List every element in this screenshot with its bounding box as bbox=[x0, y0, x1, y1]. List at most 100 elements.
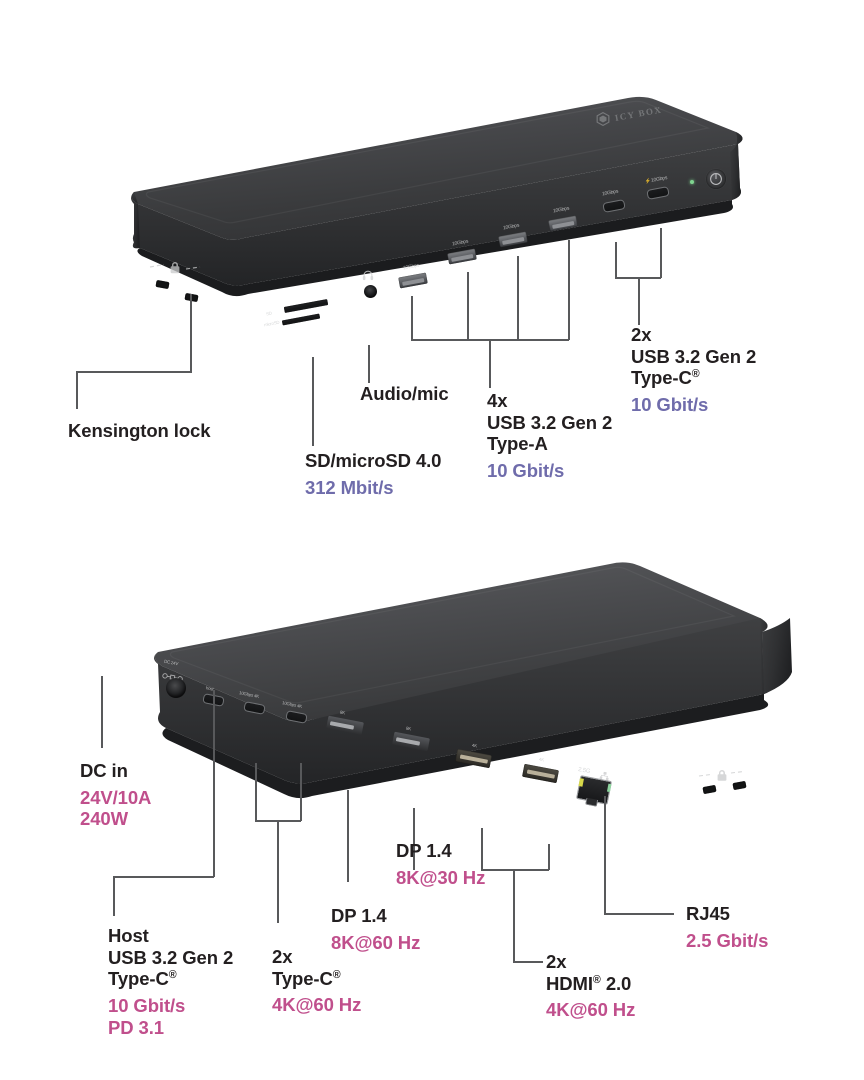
callout-spec-2: PD 3.1 bbox=[108, 1016, 164, 1038]
leader-host-drop bbox=[113, 876, 115, 916]
callout-title-line1: HDMI® 2.0 bbox=[546, 972, 632, 994]
leader-kensington-drop bbox=[76, 371, 78, 409]
callout-spec: 4K@60 Hz bbox=[546, 999, 636, 1021]
leader-hdmi-tick-1 bbox=[481, 828, 483, 870]
callout-rj45: RJ45 2.5 Gbit/s bbox=[686, 903, 768, 951]
dock-rear-view: ICY BOX DC 24V host 10Gbps 4K 10Gbps 4K … bbox=[0, 540, 864, 870]
callout-spec: 10 Gbit/s bbox=[631, 393, 709, 415]
callout-usb-c-2x-rear: 2x Type-C® 4K@60 Hz bbox=[272, 946, 361, 1016]
leader-host-vertical bbox=[213, 690, 215, 877]
callout-title-line2: USB 3.2 Gen 2 bbox=[108, 946, 234, 968]
leader-usba-tick-3 bbox=[517, 256, 519, 340]
leader-usba-tick-1 bbox=[411, 296, 413, 340]
leader-kensington-horizontal bbox=[76, 371, 192, 373]
callout-host-usb-c: Host USB 3.2 Gen 2 Type-C® 10 Gbit/s PD … bbox=[108, 925, 233, 1038]
leader-dc-in-vertical bbox=[101, 676, 103, 748]
leader-usbc-rear-tick-2 bbox=[300, 763, 302, 821]
callout-title: RJ45 bbox=[686, 903, 730, 924]
audio-mic-jack bbox=[364, 285, 377, 298]
callout-dc-in: DC in 24V/10A 240W bbox=[80, 760, 151, 830]
leader-usbc-rear-tick-1 bbox=[255, 763, 257, 821]
callout-spec-1: 24V/10A bbox=[80, 786, 152, 808]
registered-mark: ® bbox=[592, 973, 601, 986]
leader-usba-drop bbox=[489, 339, 491, 388]
leader-rj45-vertical bbox=[604, 796, 606, 914]
leader-dp30-vertical bbox=[413, 808, 415, 870]
microsd-card-slot bbox=[281, 313, 321, 326]
dp-2-label: 8K bbox=[405, 725, 412, 732]
sd-card-slot bbox=[283, 299, 329, 313]
callout-sd-microsd: SD/microSD 4.0 312 Mbit/s bbox=[305, 450, 441, 498]
callout-title: Kensington lock bbox=[68, 420, 211, 441]
leader-dp60-vertical bbox=[347, 790, 349, 882]
callout-title-line3: Type-C® bbox=[108, 968, 177, 990]
leader-hdmi-bracket bbox=[481, 869, 549, 871]
callout-audio-mic: Audio/mic bbox=[360, 383, 449, 405]
callout-spec-1: 10 Gbit/s bbox=[108, 994, 186, 1016]
callout-spec: 10 Gbit/s bbox=[487, 459, 565, 481]
sd-slot-label: SD bbox=[265, 310, 273, 317]
callout-count: 2x bbox=[546, 951, 567, 972]
callout-kensington-lock: Kensington lock bbox=[68, 420, 211, 442]
callout-count: 2x bbox=[272, 946, 293, 967]
dp-1-label: 8K bbox=[339, 709, 346, 716]
leader-host-horizontal bbox=[113, 876, 214, 878]
leader-hdmi-foot bbox=[513, 961, 543, 963]
leader-usbc-drop bbox=[638, 277, 640, 325]
kensington-slot-upper bbox=[155, 279, 170, 290]
callout-hdmi-2x: 2x HDMI® 2.0 4K@60 Hz bbox=[546, 951, 635, 1021]
brand-logo-icon bbox=[596, 111, 610, 127]
kensington-lock-icon-rear bbox=[698, 767, 746, 783]
ethernet-icon bbox=[599, 766, 610, 781]
callout-title-line2: Type-C® bbox=[631, 367, 700, 389]
callout-title: DP 1.4 bbox=[331, 905, 387, 926]
callout-spec: 8K@30 Hz bbox=[396, 866, 486, 888]
registered-mark: ® bbox=[168, 969, 177, 982]
headphone-icon bbox=[362, 268, 374, 281]
leader-kensington-vertical bbox=[190, 294, 192, 372]
leader-hdmi-tick-2 bbox=[548, 844, 550, 870]
status-led bbox=[690, 180, 694, 184]
hdmi-2-label: 4K bbox=[538, 756, 545, 763]
callout-title: SD/microSD 4.0 bbox=[305, 450, 442, 471]
registered-mark: ® bbox=[332, 968, 341, 981]
leader-usbc-tick-2 bbox=[660, 228, 662, 278]
leader-hdmi-drop bbox=[513, 869, 515, 962]
callout-title-line2: Type-A bbox=[487, 433, 548, 455]
leader-rj45-horizontal bbox=[604, 913, 674, 915]
callout-dp-8k60: DP 1.4 8K@60 Hz bbox=[331, 905, 420, 953]
device-top-face bbox=[108, 92, 758, 297]
callout-title: DP 1.4 bbox=[396, 840, 452, 861]
callout-title-line1: USB 3.2 Gen 2 bbox=[631, 345, 757, 367]
callout-title: DC in bbox=[80, 760, 128, 781]
callout-title-line1: USB 3.2 Gen 2 bbox=[487, 411, 613, 433]
leader-usbc-tick-1 bbox=[615, 242, 617, 278]
device-rear-body bbox=[140, 560, 810, 820]
leader-usba-tick-4 bbox=[568, 240, 570, 340]
callout-count: 4x bbox=[487, 390, 508, 411]
callout-usb-c-group: 2x USB 3.2 Gen 2 Type-C® 10 Gbit/s bbox=[631, 324, 756, 416]
hdmi-1-label: 4K bbox=[471, 742, 478, 749]
leader-sd-vertical bbox=[312, 357, 314, 446]
callout-title: Audio/mic bbox=[360, 383, 449, 404]
callout-title-line1: Host bbox=[108, 925, 149, 946]
leader-usba-tick-2 bbox=[467, 272, 469, 340]
callout-usb-a-group: 4x USB 3.2 Gen 2 Type-A 10 Gbit/s bbox=[487, 390, 612, 482]
callout-title-line1: Type-C® bbox=[272, 967, 341, 989]
kensington-lock-icon bbox=[148, 258, 202, 276]
registered-mark: ® bbox=[691, 368, 700, 381]
usb-a-1-speed-label: 10Gbps bbox=[402, 262, 420, 272]
callout-spec: 2.5 Gbit/s bbox=[686, 929, 769, 951]
power-button[interactable] bbox=[706, 169, 726, 189]
leader-audio-vertical bbox=[368, 345, 370, 383]
callout-count: 2x bbox=[631, 324, 652, 345]
callout-spec: 8K@60 Hz bbox=[331, 931, 421, 953]
dc-in-port bbox=[166, 678, 186, 698]
callout-spec: 312 Mbit/s bbox=[305, 476, 394, 498]
usb-a-port-1 bbox=[398, 272, 428, 289]
callout-spec: 4K@60 Hz bbox=[272, 994, 362, 1016]
callout-spec-2: 240W bbox=[80, 808, 128, 830]
microsd-slot-label: microSD bbox=[263, 319, 280, 328]
callout-dp-8k30: DP 1.4 8K@30 Hz bbox=[396, 840, 485, 888]
